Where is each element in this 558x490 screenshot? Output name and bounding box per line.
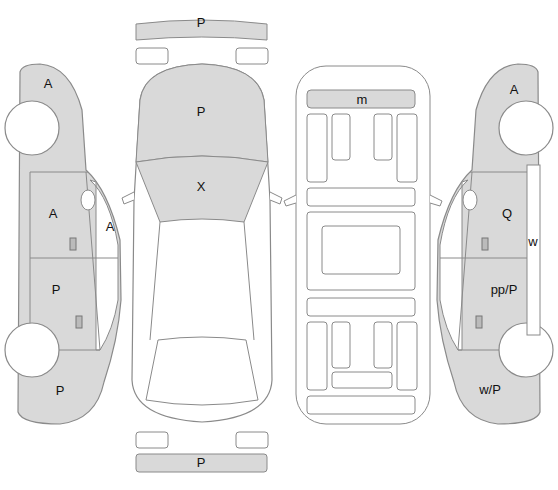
- damage-code: pp/P: [491, 283, 518, 296]
- damage-code: w/P: [479, 383, 501, 396]
- damage-code: w: [528, 235, 537, 248]
- damage-code: P: [197, 16, 206, 29]
- right-side-view: [437, 64, 553, 424]
- side-strip: [527, 165, 540, 335]
- damage-code: P: [52, 283, 61, 296]
- damage-code: A: [49, 207, 58, 220]
- damage-code: A: [44, 77, 53, 90]
- damage-code: P: [197, 105, 206, 118]
- damage-code: Q: [502, 207, 512, 220]
- damage-code: m: [357, 93, 368, 106]
- damage-code: P: [197, 456, 206, 469]
- damage-code: A: [510, 83, 519, 96]
- damage-code: A: [106, 220, 115, 233]
- damage-code: P: [56, 384, 65, 397]
- interior-view: [284, 66, 442, 424]
- left-side-view: [5, 64, 121, 424]
- damage-code: X: [197, 180, 206, 193]
- top-view: [122, 20, 282, 472]
